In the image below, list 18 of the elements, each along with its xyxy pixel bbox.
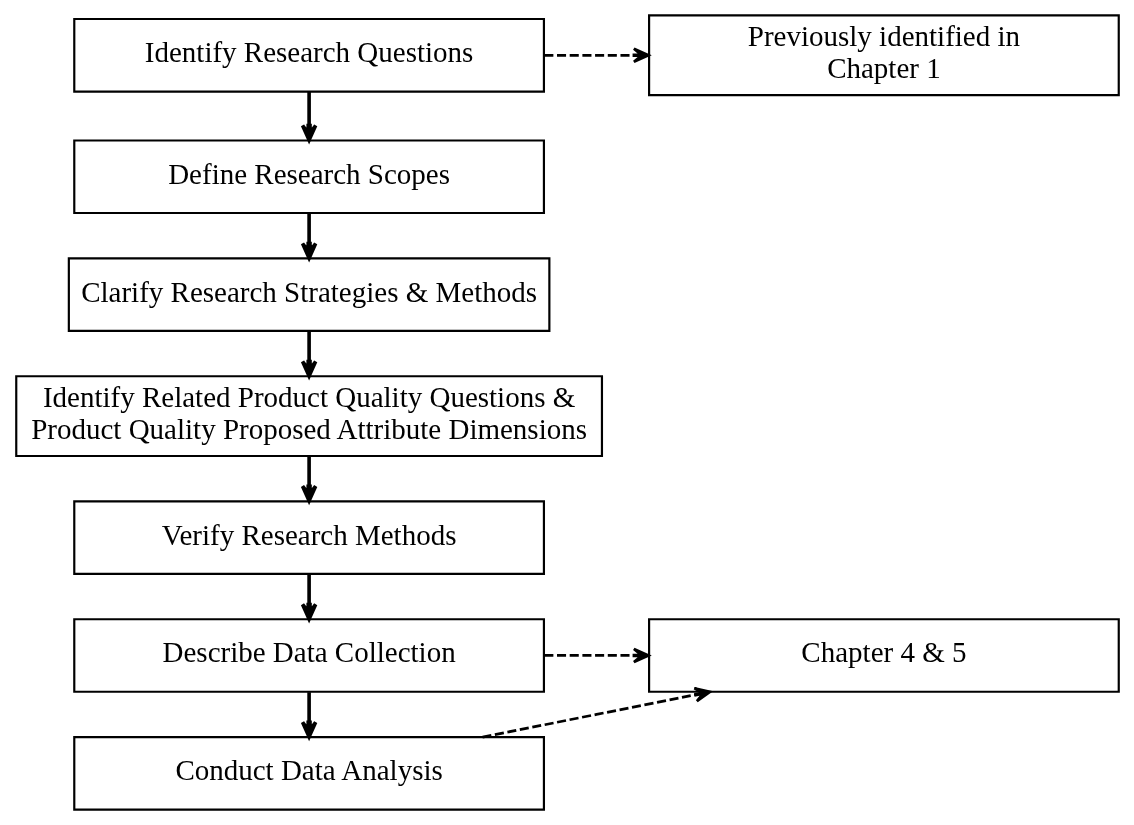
node-box: Conduct Data Analysis	[72, 736, 545, 811]
arrow	[300, 331, 317, 378]
node-box: Verify Research Methods	[72, 500, 545, 575]
arrow	[300, 574, 317, 621]
arrow	[300, 692, 317, 739]
arrow	[300, 456, 317, 503]
arrow	[300, 213, 317, 260]
node-box: Define Research Scopes	[72, 139, 545, 215]
node-box: Identify Related Product Quality Questions & Product Quality Proposed Attribute Dimensions	[14, 375, 603, 458]
node-box: Clarify Research Strategies & Methods	[67, 257, 550, 332]
arrow	[300, 91, 317, 142]
node-box: Describe Data Collection	[72, 618, 545, 693]
arrow	[481, 686, 711, 739]
node-box: Chapter 4 & 5	[647, 618, 1120, 693]
arrow	[543, 47, 650, 64]
node-box: Identify Research Questions	[72, 17, 545, 93]
arrow	[543, 647, 650, 664]
node-box: Previously identified in Chapter 1	[647, 14, 1120, 97]
